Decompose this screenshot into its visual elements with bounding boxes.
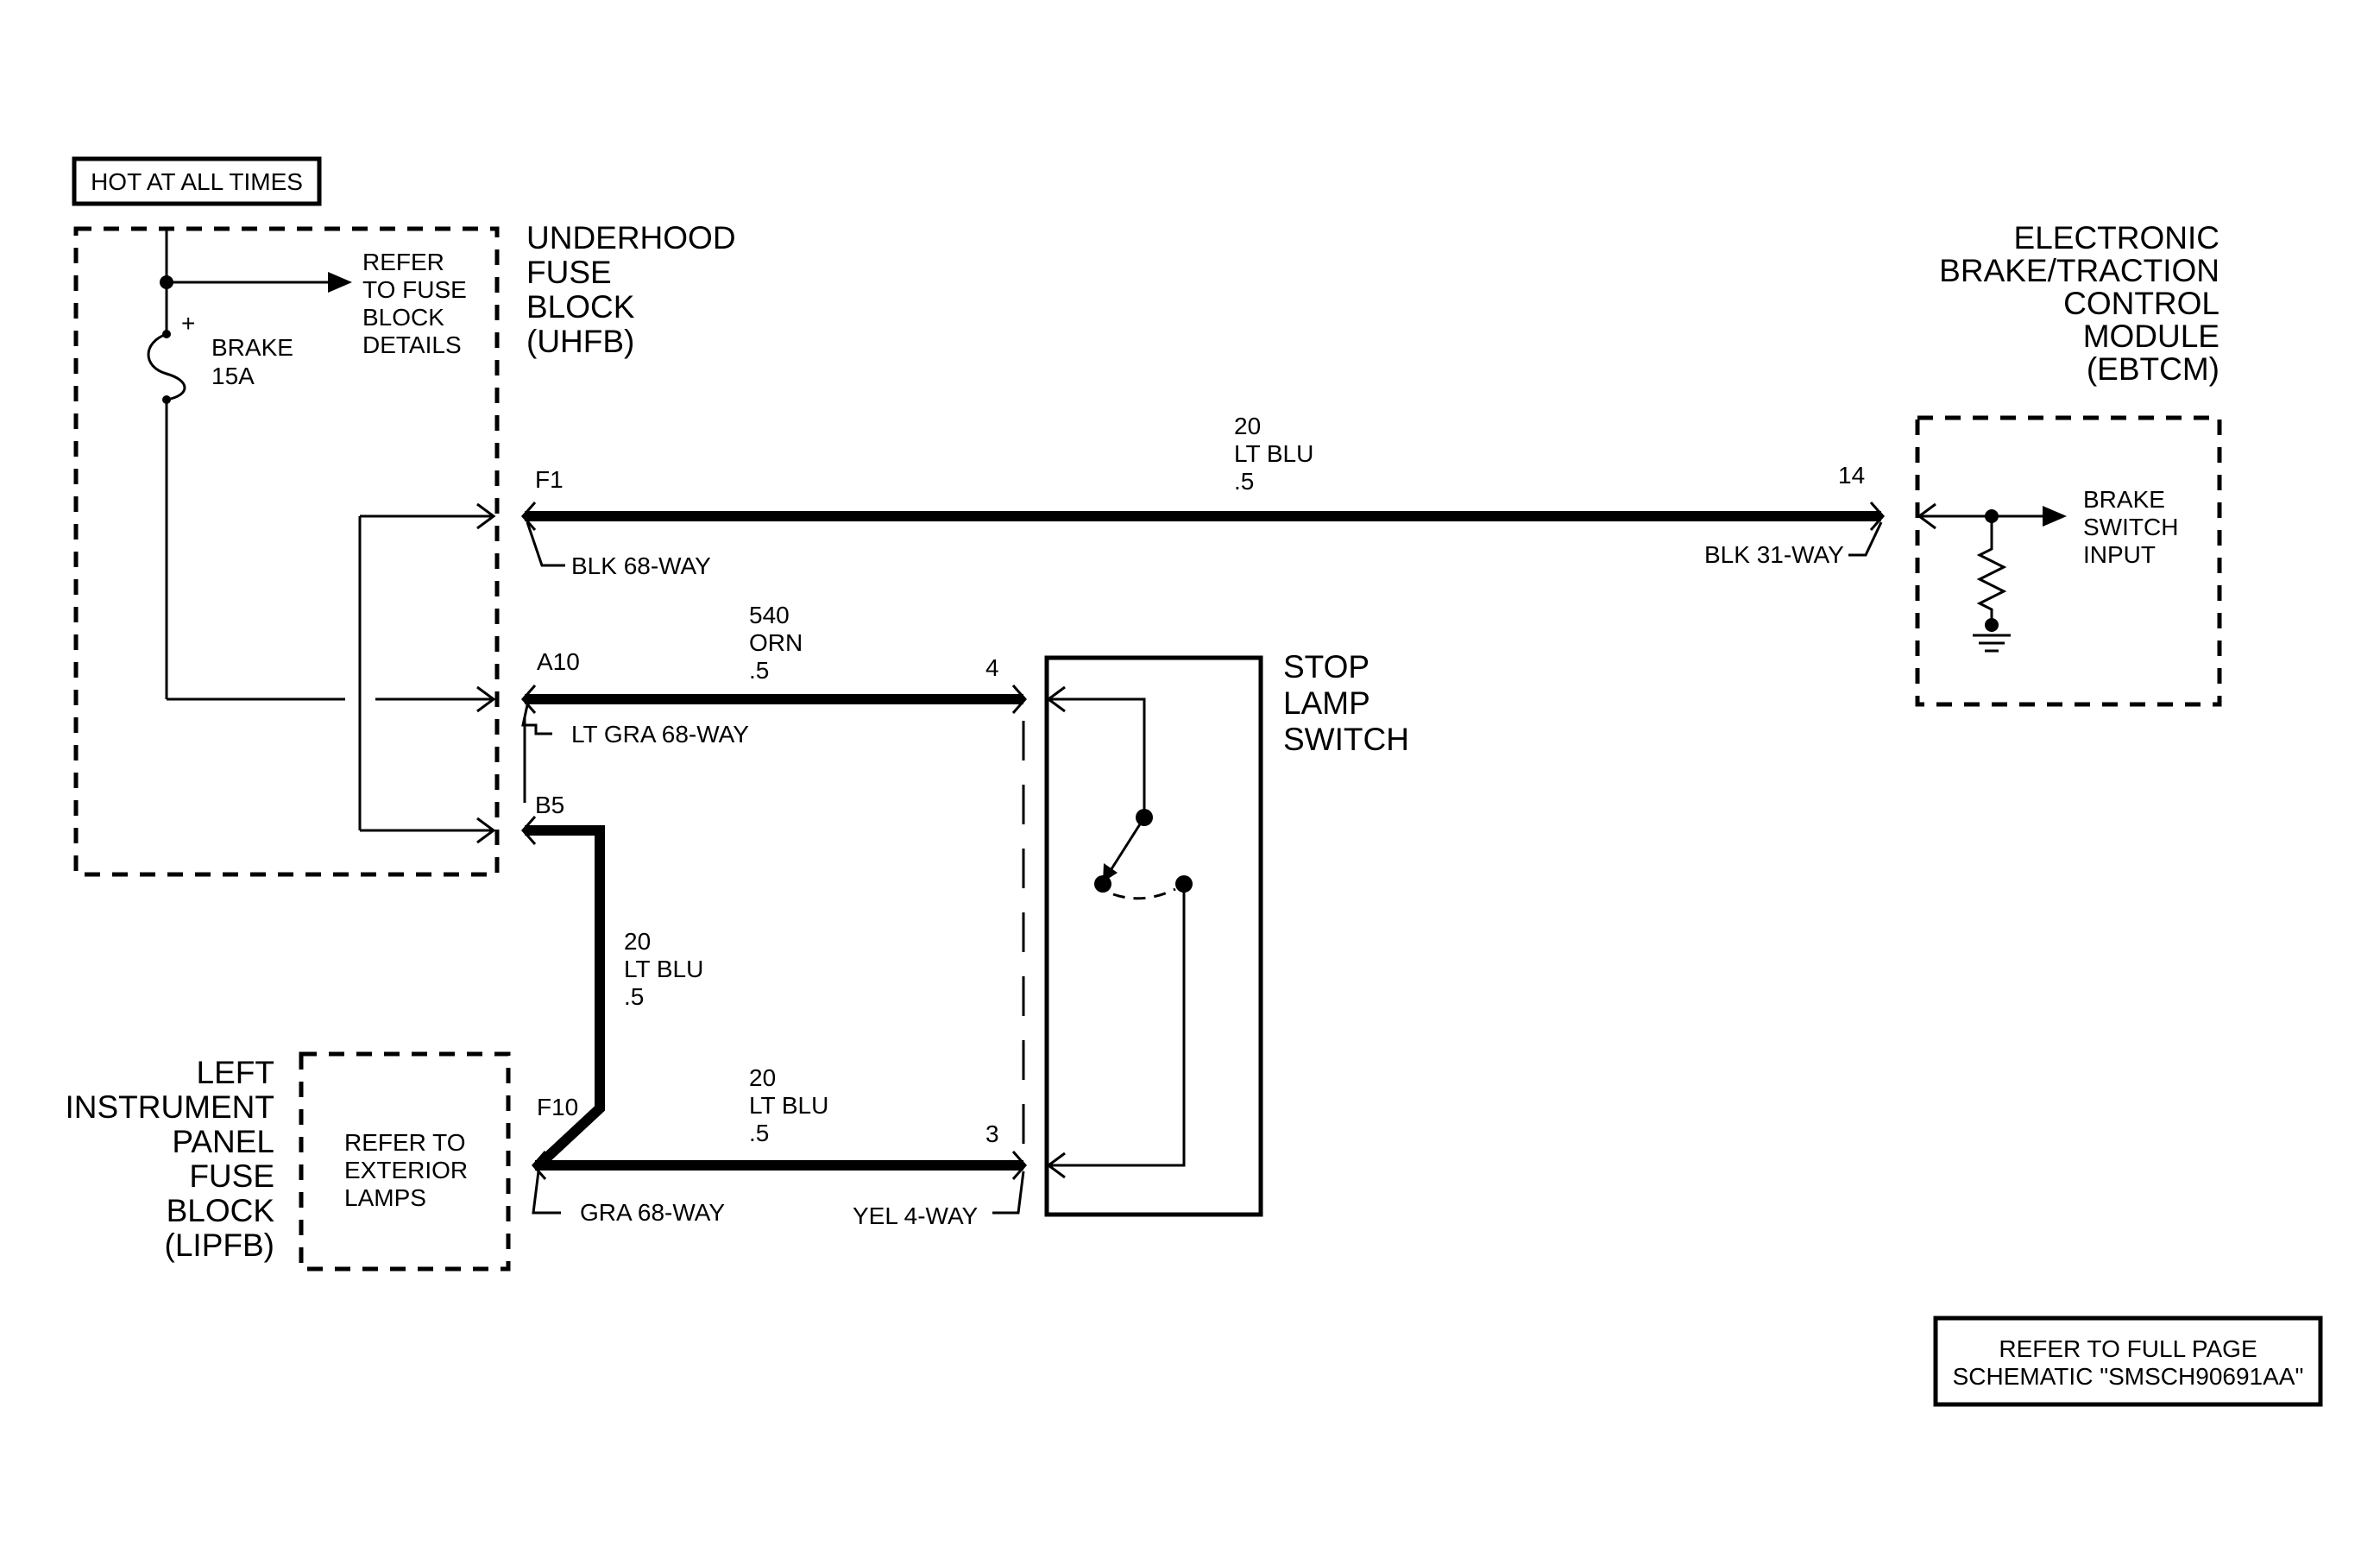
switch-contact-icon	[1094, 809, 1193, 900]
svg-text:SWITCH: SWITCH	[1283, 722, 1409, 757]
pin-f1: F1	[535, 466, 564, 493]
svg-text:.5: .5	[749, 1120, 769, 1146]
fuse-icon	[147, 330, 186, 404]
svg-text:20: 20	[624, 928, 651, 955]
svg-text:LT BLU: LT BLU	[1234, 440, 1313, 467]
circuit-f1-label: 20 LT BLU .5	[1234, 413, 1313, 495]
arrow-icon	[328, 272, 352, 293]
svg-text:20: 20	[1234, 413, 1261, 439]
svg-text:BLOCK: BLOCK	[526, 289, 635, 325]
uhfb-dashed-box	[73, 226, 500, 877]
svg-text:ELECTRONIC: ELECTRONIC	[2014, 220, 2219, 256]
connector-chevrons	[521, 502, 1885, 531]
lipfb-title: LEFT INSTRUMENT PANEL FUSE BLOCK (LIPFB)	[65, 1055, 274, 1263]
svg-text:(EBTCM): (EBTCM)	[2087, 351, 2219, 387]
pin-b5: B5	[535, 792, 564, 818]
terminal-chevrons-switch	[1046, 685, 1066, 1179]
hot-label-box	[72, 156, 322, 206]
svg-text:540: 540	[749, 602, 790, 628]
hot-label: HOT AT ALL TIMES	[91, 168, 303, 195]
svg-text:.5: .5	[749, 657, 769, 684]
svg-text:EXTERIOR: EXTERIOR	[344, 1157, 468, 1183]
circuit-a10-label: 540 ORN .5	[749, 602, 803, 684]
svg-text:REFER TO: REFER TO	[344, 1129, 466, 1156]
stop-switch-pin-3: 3	[985, 1120, 999, 1147]
svg-text:CONTROL: CONTROL	[2063, 286, 2219, 321]
svg-text:.5: .5	[1234, 468, 1254, 495]
svg-text:FUSE: FUSE	[526, 255, 612, 290]
ebtcm-input-label: BRAKE SWITCH INPUT	[2083, 486, 2178, 568]
svg-text:.5: .5	[624, 983, 644, 1010]
pin-f10: F10	[537, 1094, 578, 1120]
ebtcm-pin: 14	[1838, 462, 1865, 489]
resistor-icon	[1976, 516, 2007, 625]
svg-text:MODULE: MODULE	[2083, 319, 2219, 354]
circuit-b5-label: 20 LT BLU .5	[624, 928, 703, 1010]
svg-text:UNDERHOOD: UNDERHOOD	[526, 220, 736, 256]
svg-text:INSTRUMENT: INSTRUMENT	[65, 1089, 274, 1125]
stop-lamp-switch-box	[1044, 655, 1263, 1217]
connector-gra-68: GRA 68-WAY	[580, 1199, 725, 1226]
uhfb-title: UNDERHOOD FUSE BLOCK (UHFB)	[526, 220, 736, 359]
ebtcm-title: ELECTRONIC BRAKE/TRACTION CONTROL MODULE…	[1939, 220, 2219, 387]
arrow-icon	[2043, 506, 2067, 527]
ground-icon	[1973, 618, 2011, 653]
svg-text:(LIPFB): (LIPFB)	[165, 1227, 274, 1263]
svg-text:LT BLU: LT BLU	[749, 1092, 828, 1119]
svg-text:BRAKE/TRACTION: BRAKE/TRACTION	[1939, 253, 2219, 288]
svg-text:FUSE: FUSE	[189, 1158, 274, 1194]
footer-note-line-1: REFER TO FULL PAGE	[1999, 1335, 2257, 1362]
connector-blk-31: BLK 31-WAY	[1704, 541, 1844, 568]
svg-text:20: 20	[749, 1064, 776, 1091]
svg-text:BRAKE: BRAKE	[2083, 486, 2165, 513]
connector-chevrons	[532, 1151, 1027, 1180]
connector-yel-4: YEL 4-WAY	[853, 1202, 979, 1229]
footer-note-line-2: SCHEMATIC "SMSCH90691AA"	[1953, 1363, 2304, 1390]
fuse-rating: 15A	[211, 363, 255, 389]
ebtcm-dashed-box	[1915, 415, 2222, 707]
svg-text:(UHFB): (UHFB)	[526, 324, 634, 359]
svg-text:DETAILS: DETAILS	[362, 331, 462, 358]
svg-text:ORN: ORN	[749, 629, 803, 656]
svg-text:TO FUSE: TO FUSE	[362, 276, 467, 303]
lipfb-refer-note: REFER TO EXTERIOR LAMPS	[344, 1129, 468, 1211]
connector-blk-68: BLK 68-WAY	[571, 552, 711, 579]
circuit-f10-label: 20 LT BLU .5	[749, 1064, 828, 1146]
uhfb-refer-note: REFER TO FUSE BLOCK DETAILS	[362, 249, 467, 358]
fuse-plus: +	[181, 310, 195, 337]
svg-text:PANEL: PANEL	[172, 1124, 274, 1159]
svg-text:LT BLU: LT BLU	[624, 956, 703, 982]
svg-text:LEFT: LEFT	[197, 1055, 274, 1090]
terminal-chevrons-uhfb	[476, 502, 496, 844]
svg-text:BLOCK: BLOCK	[362, 304, 444, 331]
svg-text:REFER: REFER	[362, 249, 444, 275]
svg-text:INPUT: INPUT	[2083, 541, 2156, 568]
svg-text:LAMP: LAMP	[1283, 685, 1370, 721]
footer-note-box	[1933, 1316, 2323, 1407]
svg-text:BLOCK: BLOCK	[167, 1193, 275, 1228]
lipfb-dashed-box	[299, 1051, 511, 1272]
fuse-name: BRAKE	[211, 334, 293, 361]
svg-text:STOP: STOP	[1283, 649, 1369, 685]
stop-lamp-switch-title: STOP LAMP SWITCH	[1283, 649, 1409, 757]
pin-a10: A10	[537, 648, 580, 675]
connector-chevrons	[521, 685, 1027, 714]
svg-text:LAMPS: LAMPS	[344, 1184, 426, 1211]
stop-switch-pin-4: 4	[985, 654, 999, 681]
connector-lt-gra-68: LT GRA 68-WAY	[571, 721, 749, 748]
svg-text:SWITCH: SWITCH	[2083, 514, 2178, 540]
